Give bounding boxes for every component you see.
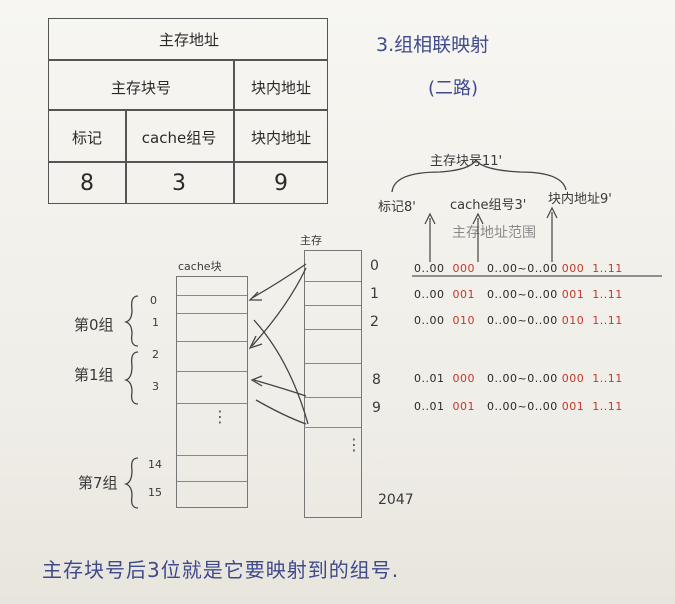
address-row: 0..00 010 0..00~0..00 010 1..11	[414, 314, 623, 327]
arrow-head	[248, 335, 263, 350]
cache-index-0: 0	[150, 294, 157, 307]
memory-index-0: 0	[370, 258, 379, 274]
table-title: 主存地址	[158, 31, 219, 49]
tag-bits: 8	[80, 171, 94, 196]
row-end: 1..11	[592, 314, 623, 327]
map-arrow	[251, 267, 307, 347]
group-1-brace	[123, 351, 139, 405]
row-offset-lo: 0..00	[487, 314, 518, 327]
row-tail: 001	[561, 400, 585, 413]
row-group: 001	[452, 400, 475, 413]
address-row: 0..00 001 0..00~0..00 001 1..11	[414, 288, 623, 301]
cache-index-14: 14	[148, 458, 162, 471]
group-7-label: 第7组	[78, 474, 118, 492]
table-divider	[49, 59, 327, 61]
row-tag: 0..00	[414, 314, 445, 327]
block-number-header: 主存块号	[110, 79, 171, 97]
map-arrow	[255, 399, 307, 425]
address-row: 0..01 001 0..00~0..00 001 1..11	[414, 400, 623, 413]
address-row: 0..00 000 0..00~0..00 000 1..11	[414, 262, 623, 275]
offset-label: 块内地址9'	[548, 192, 612, 207]
row-tail: 001	[561, 288, 585, 301]
cache-index-3: 3	[152, 380, 159, 393]
block-number-label: 主存块号11'	[430, 154, 503, 169]
row-group: 000	[452, 372, 475, 385]
row-offset-lo: 0..00	[487, 372, 518, 385]
tag-label: 标记8'	[378, 200, 416, 215]
cache-blocks	[176, 276, 248, 508]
address-range-label: 主存地址范围	[452, 225, 536, 241]
memory-index-8: 8	[372, 372, 381, 388]
group-0-label: 第0组	[74, 316, 114, 334]
row-group: 000	[452, 262, 475, 275]
table-divider	[49, 109, 327, 111]
arrow-head	[424, 212, 436, 225]
arrow-head	[248, 291, 262, 301]
row-tag: 0..00	[414, 262, 445, 275]
group-header: cache组号	[141, 129, 217, 147]
row-group: 010	[452, 314, 475, 327]
group-7-brace	[123, 457, 139, 509]
table-divider	[233, 59, 235, 203]
memory-ellipsis: ⋮	[346, 435, 362, 454]
row-offset-hi: 0..00	[527, 288, 558, 301]
page-title: 3.组相联映射	[376, 34, 490, 56]
row-offset-lo: 0..00	[487, 400, 518, 413]
table-divider	[125, 109, 127, 203]
page-subtitle: (二路)	[428, 78, 479, 99]
address-row: 0..01 000 0..00~0..00 000 1..11	[414, 372, 623, 385]
row-end: 1..11	[592, 262, 623, 275]
field-brace	[391, 158, 567, 193]
row-offset-hi: 0..00	[527, 372, 558, 385]
row-end: 1..11	[592, 400, 623, 413]
row-offset-hi: 0..00	[527, 400, 558, 413]
row-group: 001	[452, 288, 475, 301]
memory-blocks	[304, 250, 362, 518]
arrow-head	[546, 206, 558, 219]
row-tail: 010	[561, 314, 585, 327]
memory-index-2: 2	[370, 314, 379, 330]
arrow-head	[250, 375, 263, 387]
map-line	[253, 319, 309, 425]
memory-label: 主存	[300, 234, 322, 247]
row-tag: 0..01	[414, 372, 445, 385]
row-end: 1..11	[592, 372, 623, 385]
offset-bits: 9	[274, 171, 288, 196]
row-offset-hi: 0..00	[527, 314, 558, 327]
cache-index-2: 2	[152, 348, 159, 361]
group-bits: 3	[172, 171, 186, 196]
memory-index-last: 2047	[378, 492, 414, 508]
group-0-brace	[123, 295, 139, 347]
arrow-head	[472, 212, 484, 225]
group-1-label: 第1组	[74, 366, 114, 384]
memory-index-9: 9	[372, 400, 381, 416]
offset-header: 块内地址	[250, 129, 311, 147]
tag-header: 标记	[71, 129, 102, 147]
footer-note: 主存块号后3位就是它要映射到的组号.	[42, 558, 400, 582]
cache-label: cache块	[178, 260, 222, 273]
row-tag: 0..00	[414, 288, 445, 301]
address-table: 主存地址 主存块号 块内地址 标记 cache组号 块内地址 8 3 9	[48, 18, 328, 204]
row-tail: 000	[561, 372, 585, 385]
map-arrow	[251, 263, 307, 299]
cache-index-1: 1	[152, 316, 159, 329]
row-offset-hi: 0..00	[527, 262, 558, 275]
cache-index-15: 15	[148, 486, 162, 499]
map-arrow	[253, 379, 307, 397]
group-label: cache组号3'	[450, 198, 527, 213]
table-divider	[49, 161, 327, 163]
row-tag: 0..01	[414, 400, 445, 413]
row-offset-lo: 0..00	[487, 288, 518, 301]
row-end: 1..11	[592, 288, 623, 301]
cache-ellipsis: ⋮	[212, 407, 228, 426]
row-tail: 000	[561, 262, 585, 275]
row-offset-lo: 0..00	[487, 262, 518, 275]
memory-index-1: 1	[370, 286, 379, 302]
block-offset-header: 块内地址	[250, 79, 311, 97]
